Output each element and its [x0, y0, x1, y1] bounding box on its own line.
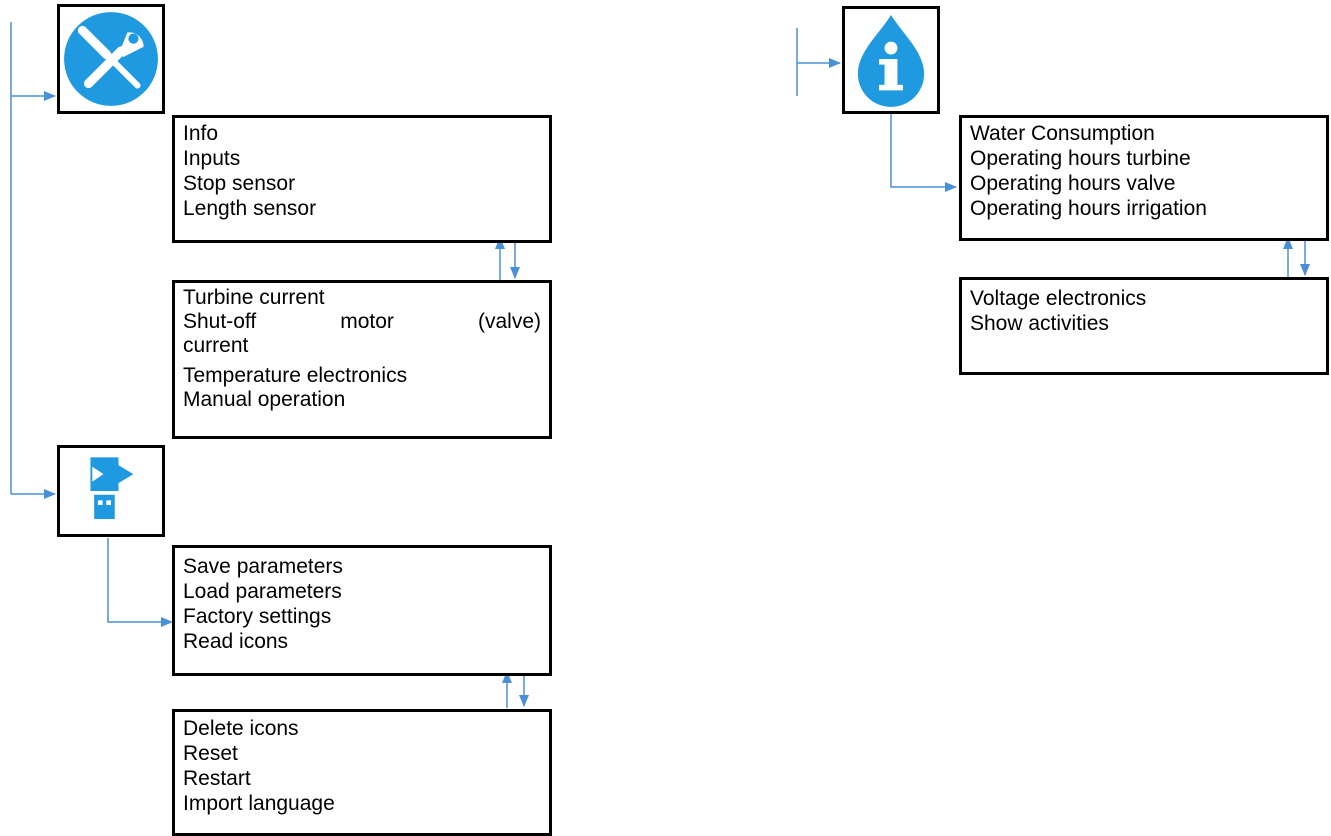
usb-export-icon	[90, 457, 134, 520]
menu-item-load-parameters: Load parameters	[183, 580, 342, 603]
menu-item-read-icons: Read icons	[183, 630, 289, 653]
usb-menu-page-1: Save parameters Load parameters Factory …	[172, 545, 552, 676]
service-icon-box	[57, 4, 165, 114]
menu-item-voltage-electronics: Voltage electronics	[970, 287, 1147, 310]
menu-item-operating-hours-irrigation: Operating hours irrigation	[970, 197, 1207, 220]
usb-icon-box	[57, 445, 165, 537]
arrow-to-info-menu	[890, 112, 957, 192]
menu-item-shutoff-motor-cont: current	[183, 334, 249, 357]
menu-item-length-sensor: Length sensor	[183, 197, 317, 220]
service-menu-page-1: Info Inputs Stop sensor Length sensor	[172, 115, 552, 243]
info-drop-icon	[857, 14, 925, 107]
usb-menu-page-2: Delete icons Reset Restart Import langua…	[172, 709, 552, 836]
menu-item-shutoff-motor: Shut-off motor (valve)	[183, 310, 541, 333]
menu-item-water-consumption: Water Consumption	[970, 122, 1155, 145]
menu-item-factory-settings: Factory settings	[183, 605, 332, 628]
menu-item-import-language: Import language	[183, 792, 335, 815]
menu-item-inputs: Inputs	[183, 147, 241, 170]
menu-item-show-activities: Show activities	[970, 312, 1109, 335]
menu-item-info: Info	[183, 122, 219, 145]
menu-item-temperature-electronics: Temperature electronics	[183, 364, 408, 387]
info-icon-box	[842, 6, 940, 114]
menu-item-restart: Restart	[183, 767, 251, 790]
wrench-screwdriver-icon	[64, 12, 158, 106]
menu-item-stop-sensor: Stop sensor	[183, 172, 296, 195]
info-menu-page-1: Water Consumption Operating hours turbin…	[959, 115, 1329, 241]
arrow-to-usb-menu	[107, 538, 173, 627]
info-menu-page-2: Voltage electronics Show activities	[959, 277, 1329, 375]
menu-item-save-parameters: Save parameters	[183, 555, 343, 578]
menu-item-delete-icons: Delete icons	[183, 717, 299, 740]
menu-item-reset: Reset	[183, 742, 238, 765]
menu-item-operating-hours-valve: Operating hours valve	[970, 172, 1176, 195]
menu-item-operating-hours-turbine: Operating hours turbine	[970, 147, 1191, 170]
menu-item-manual-operation: Manual operation	[183, 388, 346, 411]
menu-item-turbine-current: Turbine current	[183, 286, 325, 309]
service-menu-page-2: Turbine current Shut-off motor (valve) c…	[172, 280, 552, 439]
